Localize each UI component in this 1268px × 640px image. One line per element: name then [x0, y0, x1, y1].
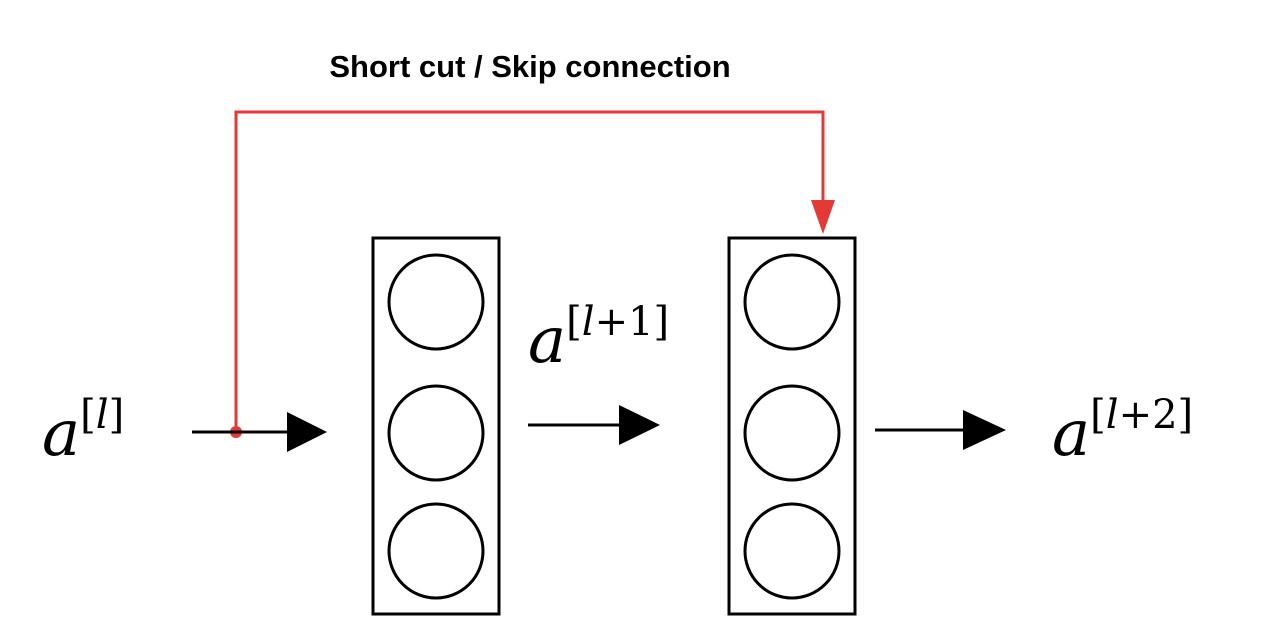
- layer-1-neuron: [387, 384, 485, 482]
- arrow-input-head: [287, 412, 327, 452]
- layer-1-box: [371, 236, 501, 616]
- layer-2-box: [727, 236, 857, 616]
- layer-2: [727, 236, 857, 616]
- layer-1-neuron: [387, 253, 485, 351]
- layer-1: [371, 236, 501, 616]
- skip-connection-arrowhead: [811, 200, 835, 234]
- layer-2-neuron: [743, 384, 841, 482]
- skip-connection-path: [234, 110, 825, 432]
- activation-output-label: a[l+2]: [1052, 392, 1193, 471]
- layer-1-neuron: [387, 502, 485, 600]
- arrow-layer1-head: [619, 405, 660, 445]
- layer-2-neuron: [743, 253, 841, 351]
- layer-2-neuron: [743, 502, 841, 600]
- activation-middle-label: a[l+1]: [528, 299, 669, 378]
- skip-connection-label: Short cut / Skip connection: [329, 49, 730, 84]
- arrow-output-head: [963, 410, 1006, 450]
- activation-input-label: a[l]: [42, 392, 124, 471]
